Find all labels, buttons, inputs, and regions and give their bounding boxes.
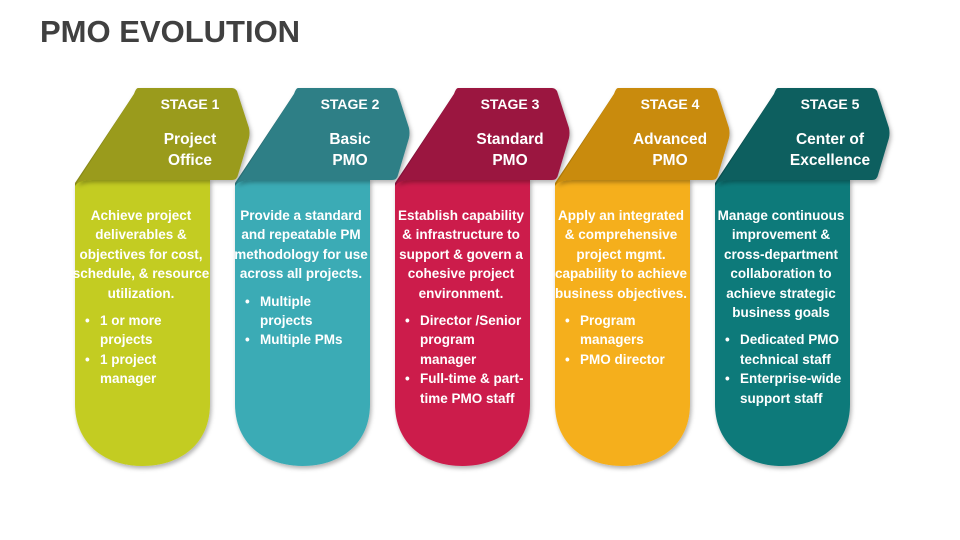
- stage-name: Basic PMO: [290, 129, 410, 171]
- stage-name: Standard PMO: [450, 129, 570, 171]
- stage-description: Provide a standard and repeatable PM met…: [234, 208, 368, 282]
- stage-body: Achieve project deliverables & objective…: [72, 206, 210, 389]
- stage-name-line-2: PMO: [492, 152, 528, 169]
- stage-label: STAGE 1: [160, 96, 220, 112]
- bullet-item: Dedicated PMO technical staff: [712, 330, 850, 369]
- bullet-item: Multiple PMs: [232, 330, 370, 350]
- stage-body: Apply an integrated & comprehensive proj…: [552, 206, 690, 370]
- bullet-item: Multiple projects: [232, 292, 370, 331]
- stage-card-1: STAGE 1 Project Office Achieve project d…: [72, 88, 252, 470]
- bullet-item: 1 project manager: [72, 350, 210, 389]
- stage-description: Establish capability & infrastructure to…: [397, 208, 525, 301]
- stage-card-4: STAGE 4 Advanced PMO Apply an integrated…: [552, 88, 732, 470]
- stage-bullets: Multiple projectsMultiple PMs: [232, 292, 370, 351]
- stage-bullets: 1 or more projects1 project manager: [72, 311, 210, 389]
- stage-description: Apply an integrated & comprehensive proj…: [554, 208, 688, 301]
- stage-description: Achieve project deliverables & objective…: [72, 208, 210, 301]
- stage-body: Manage continuous improvement & cross-de…: [712, 206, 850, 408]
- stage-label: STAGE 2: [320, 96, 380, 112]
- stage-bullets: Program managersPMO director: [552, 311, 690, 370]
- stage-card-3: STAGE 3 Standard PMO Establish capabilit…: [392, 88, 572, 470]
- bullet-item: Director /Senior program manager: [392, 311, 530, 369]
- stage-name-line-2: Excellence: [789, 152, 871, 169]
- stage-name: Project Office: [130, 129, 250, 171]
- stage-card-5: STAGE 5 Center of Excellence Manage cont…: [712, 88, 892, 470]
- stage-name-line-1: Center of: [795, 131, 865, 148]
- bullet-item: Enterprise-wide support staff: [712, 369, 850, 408]
- stage-label: STAGE 4: [640, 96, 700, 112]
- bullet-item: PMO director: [552, 350, 690, 370]
- stage-name-line-2: Office: [168, 152, 212, 169]
- bullet-item: Full-time & part-time PMO staff: [392, 369, 530, 408]
- stage-name: Advanced PMO: [610, 129, 730, 171]
- stage-label: STAGE 3: [480, 96, 540, 112]
- stage-name-line-1: Basic: [329, 131, 371, 148]
- stage-name-line-1: Advanced: [632, 131, 708, 148]
- stage-name-line-2: PMO: [652, 152, 688, 169]
- stage-body: Provide a standard and repeatable PM met…: [232, 206, 370, 350]
- stage-label: STAGE 5: [800, 96, 860, 112]
- stage-name-line-2: PMO: [332, 152, 368, 169]
- stage-description: Manage continuous improvement & cross-de…: [717, 208, 845, 321]
- stage-name: Center of Excellence: [770, 129, 890, 171]
- bullet-item: 1 or more projects: [72, 311, 210, 350]
- stage-bullets: Dedicated PMO technical staffEnterprise-…: [712, 330, 850, 408]
- stage-body: Establish capability & infrastructure to…: [392, 206, 530, 408]
- stage-card-2: STAGE 2 Basic PMO Provide a standard and…: [232, 88, 412, 470]
- stage-name-line-1: Project: [163, 131, 217, 148]
- bullet-item: Program managers: [552, 311, 690, 350]
- page-title: PMO EVOLUTION: [40, 14, 301, 49]
- stage-bullets: Director /Senior program managerFull-tim…: [392, 311, 530, 408]
- stage-name-line-1: Standard: [476, 131, 544, 148]
